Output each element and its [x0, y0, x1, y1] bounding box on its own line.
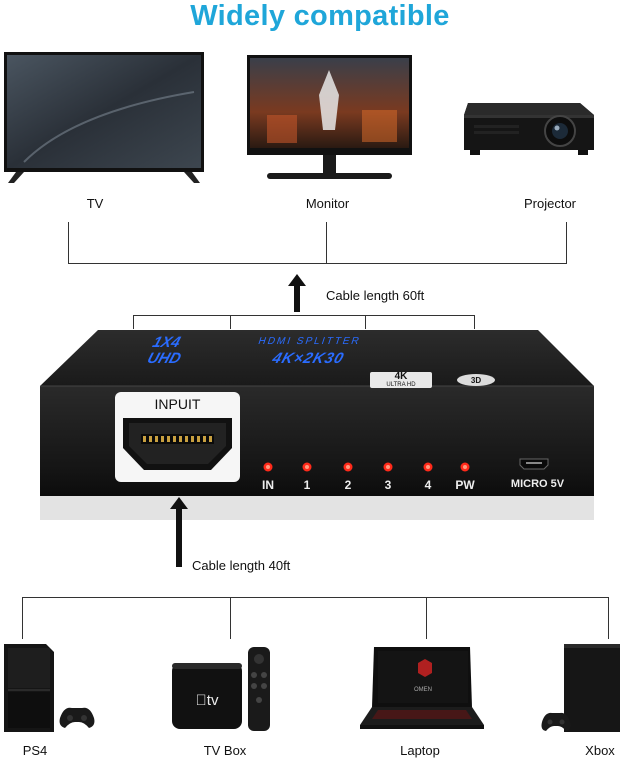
projector-image	[464, 103, 594, 155]
svg-text:3D: 3D	[471, 376, 481, 385]
micro-5v-label: MICRO 5V	[510, 478, 565, 490]
projector-label: Projector	[523, 196, 577, 211]
micro-usb-port-icon	[519, 458, 549, 470]
led-label-1: 1	[303, 478, 311, 492]
arrow-up-icon	[288, 274, 306, 312]
monitor-image	[247, 55, 412, 179]
cable-in-label: Cable length 40ft	[192, 558, 291, 573]
connector-line	[22, 597, 23, 639]
led-label-pw: PW	[455, 478, 475, 492]
ps4-image	[4, 644, 95, 732]
input-port-label: INPUIT	[154, 396, 201, 412]
svg-text:OMEN: OMEN	[414, 687, 432, 693]
led-3-icon	[383, 462, 393, 472]
connector-line	[133, 315, 134, 329]
model-uhd: UHD	[145, 350, 184, 367]
led-4-icon	[423, 462, 433, 472]
led-2-icon	[343, 462, 353, 472]
connector-line	[326, 222, 327, 264]
xbox-image	[541, 644, 620, 732]
monitor-label: Monitor	[305, 196, 350, 211]
model-resolution: 4K×2K30	[270, 350, 347, 367]
splitter-model-text: 1X4 HDMI SPLITTER UHD 4K×2K30	[144, 334, 516, 370]
model-hdmi-splitter: HDMI SPLITTER	[256, 336, 363, 347]
connector-line	[230, 315, 231, 329]
connector-line	[68, 263, 567, 264]
connector-line	[68, 222, 69, 264]
connector-line	[22, 597, 609, 598]
tv-image	[4, 52, 204, 183]
led-label-4: 4	[424, 478, 432, 492]
connector-line	[133, 315, 475, 316]
4k-badge-text: 4K	[394, 371, 408, 382]
connector-line	[426, 597, 427, 639]
connector-line	[230, 597, 231, 639]
tv-box-image: tv	[172, 647, 270, 731]
laptop-label: Laptop	[400, 743, 440, 758]
ultra-hd-text: ULTRA HD	[386, 382, 416, 388]
svg-text:tv: tv	[196, 692, 219, 709]
connector-line	[566, 222, 567, 264]
led-label-in: IN	[262, 478, 274, 492]
led-1-icon	[302, 462, 312, 472]
4k-badge: 4K ULTRA HD	[370, 372, 432, 388]
xbox-label: Xbox	[585, 743, 615, 758]
hdmi-port-icon	[123, 418, 232, 470]
laptop-image: OMEN	[360, 647, 484, 729]
arrow-up-icon	[170, 497, 188, 567]
input-port-frame: INPUIT	[115, 392, 240, 482]
page-title: Widely compatible	[190, 0, 450, 32]
ps4-label: PS4	[22, 743, 48, 758]
led-label-3: 3	[384, 478, 392, 492]
tv-box-label: TV Box	[203, 743, 247, 758]
led-label-2: 2	[344, 478, 352, 492]
tv-label: TV	[86, 196, 104, 211]
connector-line	[608, 597, 609, 639]
connector-line	[365, 315, 366, 329]
cable-out-label: Cable length 60ft	[326, 288, 425, 303]
led-pw-icon	[460, 462, 470, 472]
model-1x4: 1X4	[150, 334, 183, 351]
led-in-icon	[263, 462, 273, 472]
3d-logo-icon: 3D	[457, 374, 495, 386]
connector-line	[474, 315, 475, 329]
